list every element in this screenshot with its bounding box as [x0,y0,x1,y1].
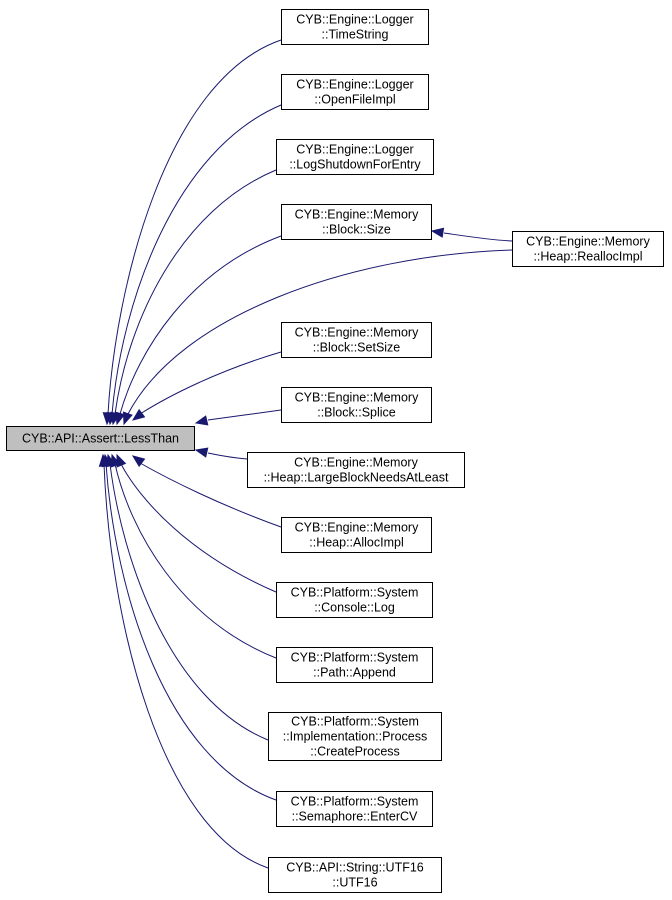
node-logshutdown[interactable]: CYB::Engine::Logger::LogShutdownForEntry [276,139,434,175]
edge-block-size-to-root [119,235,282,415]
node-block-splice-label-line-1: ::Block::Splice [317,406,396,420]
node-block-setsize-label-line-1: ::Block::SetSize [313,341,401,355]
node-createprocess-label-line-1: ::Implementation::Process [283,730,428,744]
node-path-append-label-line-0: CYB::Platform::System [291,651,419,665]
node-block-size-label-line-0: CYB::Engine::Memory [295,208,419,222]
node-heap-realloc-label-line-0: CYB::Engine::Memory [526,235,650,249]
node-console-log[interactable]: CYB::Platform::System::Console::Log [276,582,433,618]
node-utf16-label-line-1: ::UTF16 [332,876,377,890]
node-heap-alloc-box [281,517,432,553]
edge-heap-realloc-to-root [127,249,513,415]
edge-heap-alloc-to-root [139,462,282,528]
edge-block-splice-to-root [207,409,282,421]
node-semaphore-entercv[interactable]: CYB::Platform::System::Semaphore::EnterC… [276,791,433,827]
edge-heap-alloc-to-root-arrowhead [131,455,146,468]
edge-semaphore-entercv-to-root [105,463,277,801]
root-node-lessthan[interactable]: CYB::API::Assert::LessThan [6,426,195,451]
node-heap-realloc-label-line-1: ::Heap::ReallocImpl [533,250,642,264]
node-path-append-label-line-1: ::Path::Append [313,666,396,680]
node-timestring-box [281,9,429,45]
edge-heap-largeblock-to-root-arrowhead [194,447,209,458]
edges [98,39,513,869]
node-heap-realloc[interactable]: CYB::Engine::Memory::Heap::ReallocImpl [512,231,664,267]
node-createprocess-label-line-2: ::CreateProcess [310,745,400,759]
node-console-log-label-line-1: ::Console::Log [314,601,395,615]
edge-heap-largeblock-to-root [207,452,248,460]
node-block-setsize-box [281,322,432,358]
node-path-append[interactable]: CYB::Platform::System::Path::Append [276,647,433,683]
edge-console-log-to-root-arrowhead [116,453,127,468]
node-block-size-label-line-1: ::Block::Size [322,223,391,237]
edge-utf16-to-root-arrowhead [98,453,110,467]
edge-utf16-to-root [103,463,269,869]
node-block-splice-label-line-0: CYB::Engine::Memory [295,391,419,405]
node-console-log-label-line-0: CYB::Platform::System [291,586,419,600]
node-block-splice-box [281,387,432,423]
node-heap-largeblock-label-line-1: ::Heap::LargeBlockNeedsAtLeast [264,471,449,485]
edge-logshutdown-to-root [114,169,277,415]
node-semaphore-entercv-label-line-1: ::Semaphore::EnterCV [292,810,418,824]
node-logshutdown-label-line-0: CYB::Engine::Logger [296,143,413,157]
node-timestring[interactable]: CYB::Engine::Logger::TimeString [281,9,429,45]
edge-console-log-to-root [120,463,277,593]
node-timestring-label-line-0: CYB::Engine::Logger [296,13,413,27]
node-heap-realloc-box [512,231,664,267]
node-block-setsize[interactable]: CYB::Engine::Memory::Block::SetSize [281,322,432,358]
root-node-lessthan-box [6,426,195,451]
root-node-lessthan-label-line-0: CYB::API::Assert::LessThan [22,432,179,446]
edge-timestring-to-root [107,39,282,415]
node-createprocess-label-line-0: CYB::Platform::System [291,715,419,729]
edge-block-splice-to-root-arrowhead [194,415,209,426]
edge-path-append-to-root [114,463,277,659]
node-heap-largeblock-box [247,452,465,488]
edge-block-size-to-root-arrowhead [115,411,126,426]
node-semaphore-entercv-label-line-0: CYB::Platform::System [291,795,419,809]
node-heap-alloc-label-line-0: CYB::Engine::Memory [295,521,419,535]
node-heap-largeblock-label-line-0: CYB::Engine::Memory [294,456,418,470]
node-block-splice[interactable]: CYB::Engine::Memory::Block::Splice [281,387,432,423]
edge-heap-realloc-to-root-arrowhead [122,411,133,426]
node-console-log-box [276,582,433,618]
edge-createprocess-to-root [109,463,269,741]
node-timestring-label-line-1: ::TimeString [322,28,389,42]
edge-openfileimpl-to-root [111,104,282,415]
node-block-size-box [281,204,432,240]
node-path-append-box [276,647,433,683]
node-utf16-label-line-0: CYB::API::String::UTF16 [286,861,424,875]
node-utf16-box [268,857,442,893]
node-heap-alloc-label-line-1: ::Heap::AllocImpl [309,536,403,550]
node-logshutdown-box [276,139,434,175]
edge-block-setsize-to-root-arrowhead [131,408,146,421]
node-utf16[interactable]: CYB::API::String::UTF16::UTF16 [268,857,442,893]
node-semaphore-entercv-box [276,791,433,827]
node-heap-largeblock[interactable]: CYB::Engine::Memory::Heap::LargeBlockNee… [247,452,465,488]
node-block-size[interactable]: CYB::Engine::Memory::Block::Size [281,204,432,240]
node-openfileimpl-label-line-0: CYB::Engine::Logger [296,78,413,92]
node-logshutdown-label-line-1: ::LogShutdownForEntry [289,158,421,172]
node-block-setsize-label-line-0: CYB::Engine::Memory [295,326,419,340]
node-heap-alloc[interactable]: CYB::Engine::Memory::Heap::AllocImpl [281,517,432,553]
edge-heap-realloc-to-block-size-arrowhead [430,227,445,238]
node-openfileimpl-box [281,74,429,110]
edge-heap-realloc-to-block-size [443,232,513,242]
node-createprocess[interactable]: CYB::Platform::System::Implementation::P… [268,712,442,761]
node-openfileimpl[interactable]: CYB::Engine::Logger::OpenFileImpl [281,74,429,110]
node-openfileimpl-label-line-1: ::OpenFileImpl [314,93,395,107]
edge-block-setsize-to-root [139,351,282,415]
node-createprocess-box [268,712,442,761]
nodes: CYB::API::Assert::LessThan CYB::Engine::L… [6,9,664,893]
